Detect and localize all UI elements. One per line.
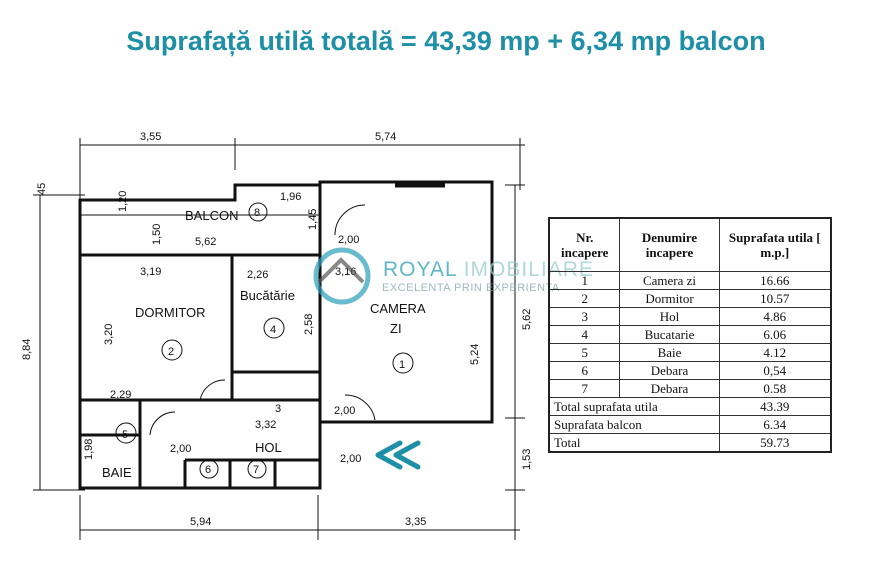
dim-hol: 3,32: [255, 419, 276, 431]
room-balcon: BALCON: [185, 208, 238, 223]
room-number-3: 3: [275, 403, 281, 415]
logo-tagline: EXCELENTA PRIN EXPERIENTA: [382, 282, 560, 294]
dim-right-2: 1,53: [521, 449, 533, 470]
dim-right-1: 5,62: [521, 309, 533, 330]
dim-balcon: 5,62: [195, 236, 216, 248]
room-area: 4.86: [718, 307, 832, 326]
room-zi: ZI: [390, 321, 402, 336]
room-name: Dormitor: [619, 289, 720, 308]
room-nr: 6: [548, 361, 621, 380]
room-area: 0,54: [718, 361, 832, 380]
plan-labels: 3,55 5,74 8,84 5,94 3,35 5,62 1,53 5,62 …: [21, 131, 533, 528]
total-value: 43.39: [718, 397, 832, 416]
room-nr: 5: [548, 343, 621, 362]
dim-baie-h: 1,98: [83, 439, 95, 460]
logo-house-icon: [313, 247, 371, 305]
table-header: Nr. incapere Denumire incapere Suprafata…: [548, 217, 832, 272]
entrance-arrow-icon: [375, 440, 421, 470]
header-suprafata: Suprafata utila [ m.p.]: [718, 217, 832, 272]
room-area: 16.66: [718, 271, 832, 290]
room-nr: 1: [548, 271, 621, 290]
room-number-1: 1: [399, 359, 405, 371]
dim-4: 2,00: [340, 453, 361, 465]
room-nr: 4: [548, 325, 621, 344]
dim-8: 1,50: [151, 224, 163, 245]
header-denumire: Denumire incapere: [619, 217, 720, 272]
room-area: 10.57: [718, 289, 832, 308]
total-label: Total suprafata utila: [548, 397, 720, 416]
room-nr: 2: [548, 289, 621, 308]
dim-dormitor-h: 3,20: [103, 324, 115, 345]
page-title: Suprafață utilă totală = 43,39 mp + 6,34…: [126, 26, 766, 56]
room-nr: 3: [548, 307, 621, 326]
total-value: 6.34: [718, 415, 832, 434]
room-baie: BAIE: [102, 465, 132, 480]
room-number-7: 7: [253, 464, 259, 476]
dim-1: 1,96: [280, 191, 301, 203]
dim-6: 1,45: [307, 209, 319, 230]
room-number-6: 6: [205, 464, 211, 476]
total-label: Suprafata balcon: [548, 415, 720, 434]
room-area: 4.12: [718, 343, 832, 362]
dim-bottom-2: 3,35: [405, 516, 426, 528]
room-dormitor: DORMITOR: [135, 305, 206, 320]
room-name: Baie: [619, 343, 720, 362]
dim-5: 2,00: [170, 443, 191, 455]
room-name: Debara: [619, 379, 720, 398]
room-hol: HOL: [255, 440, 282, 455]
dim-7: 1,20: [117, 191, 129, 212]
dim-top-2: 5,74: [375, 131, 396, 143]
dim-bucatarie-h: 2,58: [303, 314, 315, 335]
dim-left: 8,84: [21, 339, 33, 360]
room-number-8: 8: [254, 207, 260, 219]
room-bucatarie: Bucătărie: [240, 288, 295, 303]
total-value: 59.73: [718, 433, 832, 453]
dim-9: 45: [36, 183, 48, 195]
dim-2: 2,00: [338, 234, 359, 246]
room-name: Hol: [619, 307, 720, 326]
room-nr: 7: [548, 379, 621, 398]
dim-bottom-1: 5,94: [190, 516, 211, 528]
total-label: Total: [548, 433, 720, 453]
header-nr: Nr. incapere: [548, 217, 621, 272]
room-number-2: 2: [168, 346, 174, 358]
room-area: 6.06: [718, 325, 832, 344]
dim-baie-w: 2,29: [110, 389, 131, 401]
dim-dormitor-w: 3,19: [140, 266, 161, 278]
dim-camera-h: 5,24: [469, 344, 481, 365]
dim-3: 2,00: [334, 405, 355, 417]
room-camera: CAMERA: [370, 301, 426, 316]
room-number-4: 4: [270, 324, 276, 336]
room-name: Bucatarie: [619, 325, 720, 344]
room-name: Camera zi: [619, 271, 720, 290]
room-name: Debara: [619, 361, 720, 380]
room-area: 0.58: [718, 379, 832, 398]
dim-top-1: 3,55: [140, 131, 161, 143]
room-number-5: 5: [122, 429, 128, 441]
area-table: Nr. incapere Denumire incapere Suprafata…: [548, 217, 832, 453]
dim-bucatarie-w: 2,26: [247, 269, 268, 281]
